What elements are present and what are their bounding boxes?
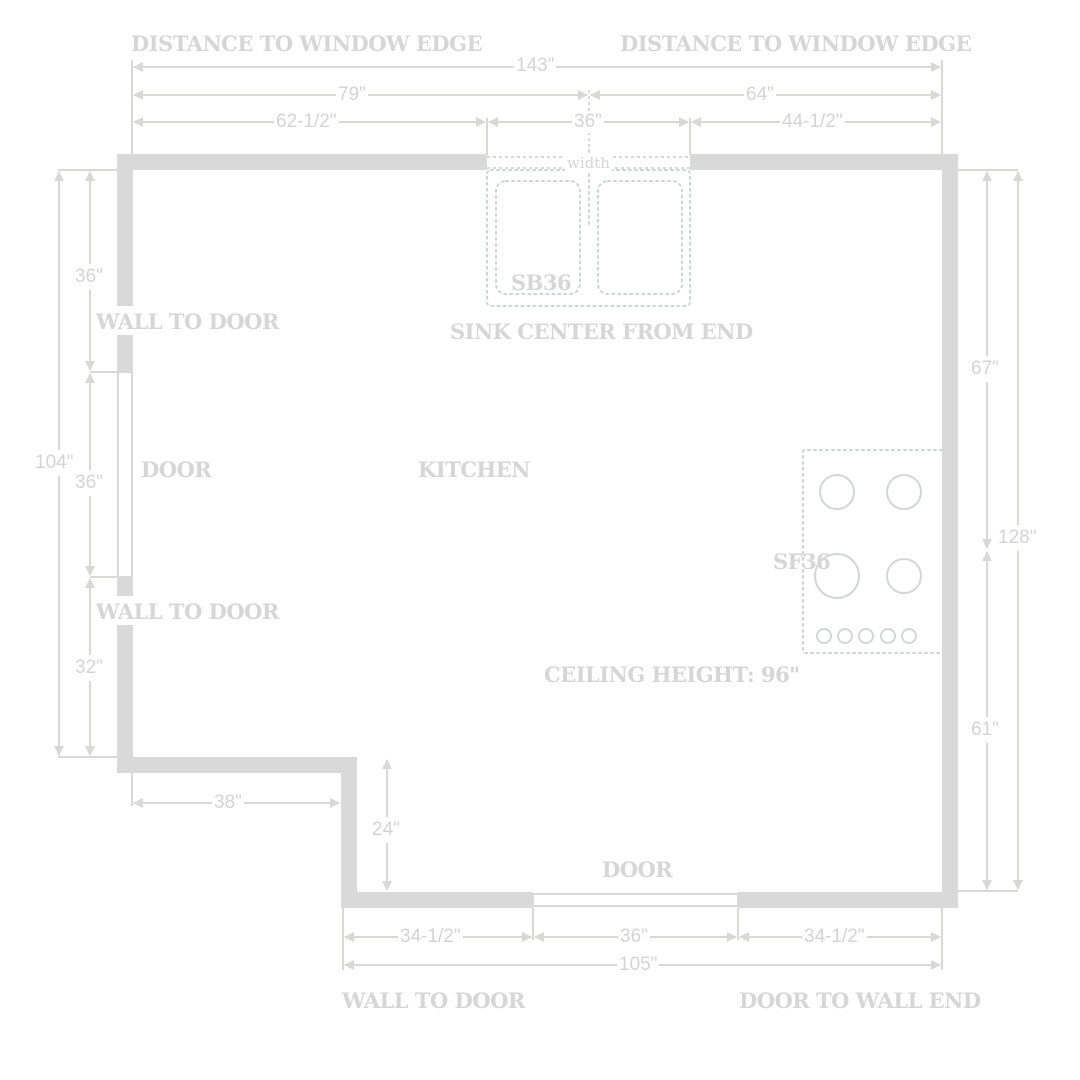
wall-top-right: [690, 154, 958, 170]
walls: [117, 154, 958, 908]
room-name-label: KITCHEN: [418, 457, 530, 482]
window: [487, 156, 690, 169]
left-door: [117, 373, 133, 576]
dim-top-sink-center-to-end: 64": [744, 84, 776, 106]
window-width-label: width: [565, 154, 612, 172]
burner-front-right: [886, 474, 922, 510]
wall-left-bottom: [117, 625, 133, 773]
bottom-right-label: DOOR TO WALL END: [739, 988, 981, 1013]
ceiling-height-label: CEILING HEIGHT: 96": [544, 662, 800, 687]
left-door-label: DOOR: [141, 457, 212, 482]
sink-basin-left: [495, 180, 581, 295]
dim-top-overall: 143": [514, 55, 557, 77]
wall-left-top: [117, 154, 133, 306]
wall-top-left: [117, 154, 487, 170]
dimension-lines: [54, 60, 1023, 970]
wall-notch-vertical: [341, 757, 357, 908]
dim-left-bottom-wall: 32": [75, 655, 103, 681]
left-wall-to-door-bottom-label: WALL TO DOOR: [96, 599, 279, 624]
dim-left-top-wall: 36": [75, 264, 103, 290]
wall-notch-horizontal: [117, 757, 357, 773]
dim-right-bottom: 61": [971, 717, 999, 743]
burner-front-left: [819, 474, 855, 510]
dim-right-overall: 128": [998, 525, 1037, 551]
dim-top-wall-to-window: 62-1/2": [274, 111, 339, 133]
range-knobs: [816, 628, 917, 644]
wall-bottom-right: [738, 892, 958, 908]
range-model-label: SF36: [773, 549, 831, 574]
dim-notch-vertical: 24": [372, 817, 400, 843]
burner-back-right: [886, 558, 922, 594]
dim-top-window-width: 36": [572, 111, 604, 133]
dim-top-window-to-wall: 44-1/2": [780, 111, 845, 133]
dim-notch-horizontal: 38": [212, 792, 244, 814]
top-left-label: DISTANCE TO WINDOW EDGE: [131, 31, 483, 56]
dim-bottom-door-to-wall: 34-1/2": [802, 926, 867, 948]
dim-bottom-overall: 105": [617, 954, 660, 976]
bottom-door: [532, 893, 739, 907]
bottom-left-label: WALL TO DOOR: [342, 988, 525, 1013]
wall-bottom-left: [341, 892, 533, 908]
range-sf36: [802, 449, 943, 654]
wall-left-bottom-stub: [117, 576, 133, 596]
burner-back-left: [814, 553, 860, 599]
dim-right-top: 67": [971, 356, 999, 382]
bottom-door-label: DOOR: [602, 857, 673, 882]
dim-bottom-door: 36": [618, 926, 650, 948]
dim-left-door: 36": [75, 470, 103, 496]
sink-model-label: SB36: [511, 270, 572, 295]
dim-top-to-sink-center: 79": [336, 84, 368, 106]
sink-center-label: SINK CENTER FROM END: [450, 319, 753, 344]
left-wall-to-door-top-label: WALL TO DOOR: [96, 309, 279, 334]
wall-left-top-stub: [117, 335, 133, 373]
dim-left-overall: 104": [35, 450, 74, 476]
dim-bottom-wall-to-door: 34-1/2": [398, 926, 463, 948]
wall-right: [942, 154, 958, 908]
top-right-label: DISTANCE TO WINDOW EDGE: [620, 31, 972, 56]
sink-basin-right: [597, 180, 683, 295]
